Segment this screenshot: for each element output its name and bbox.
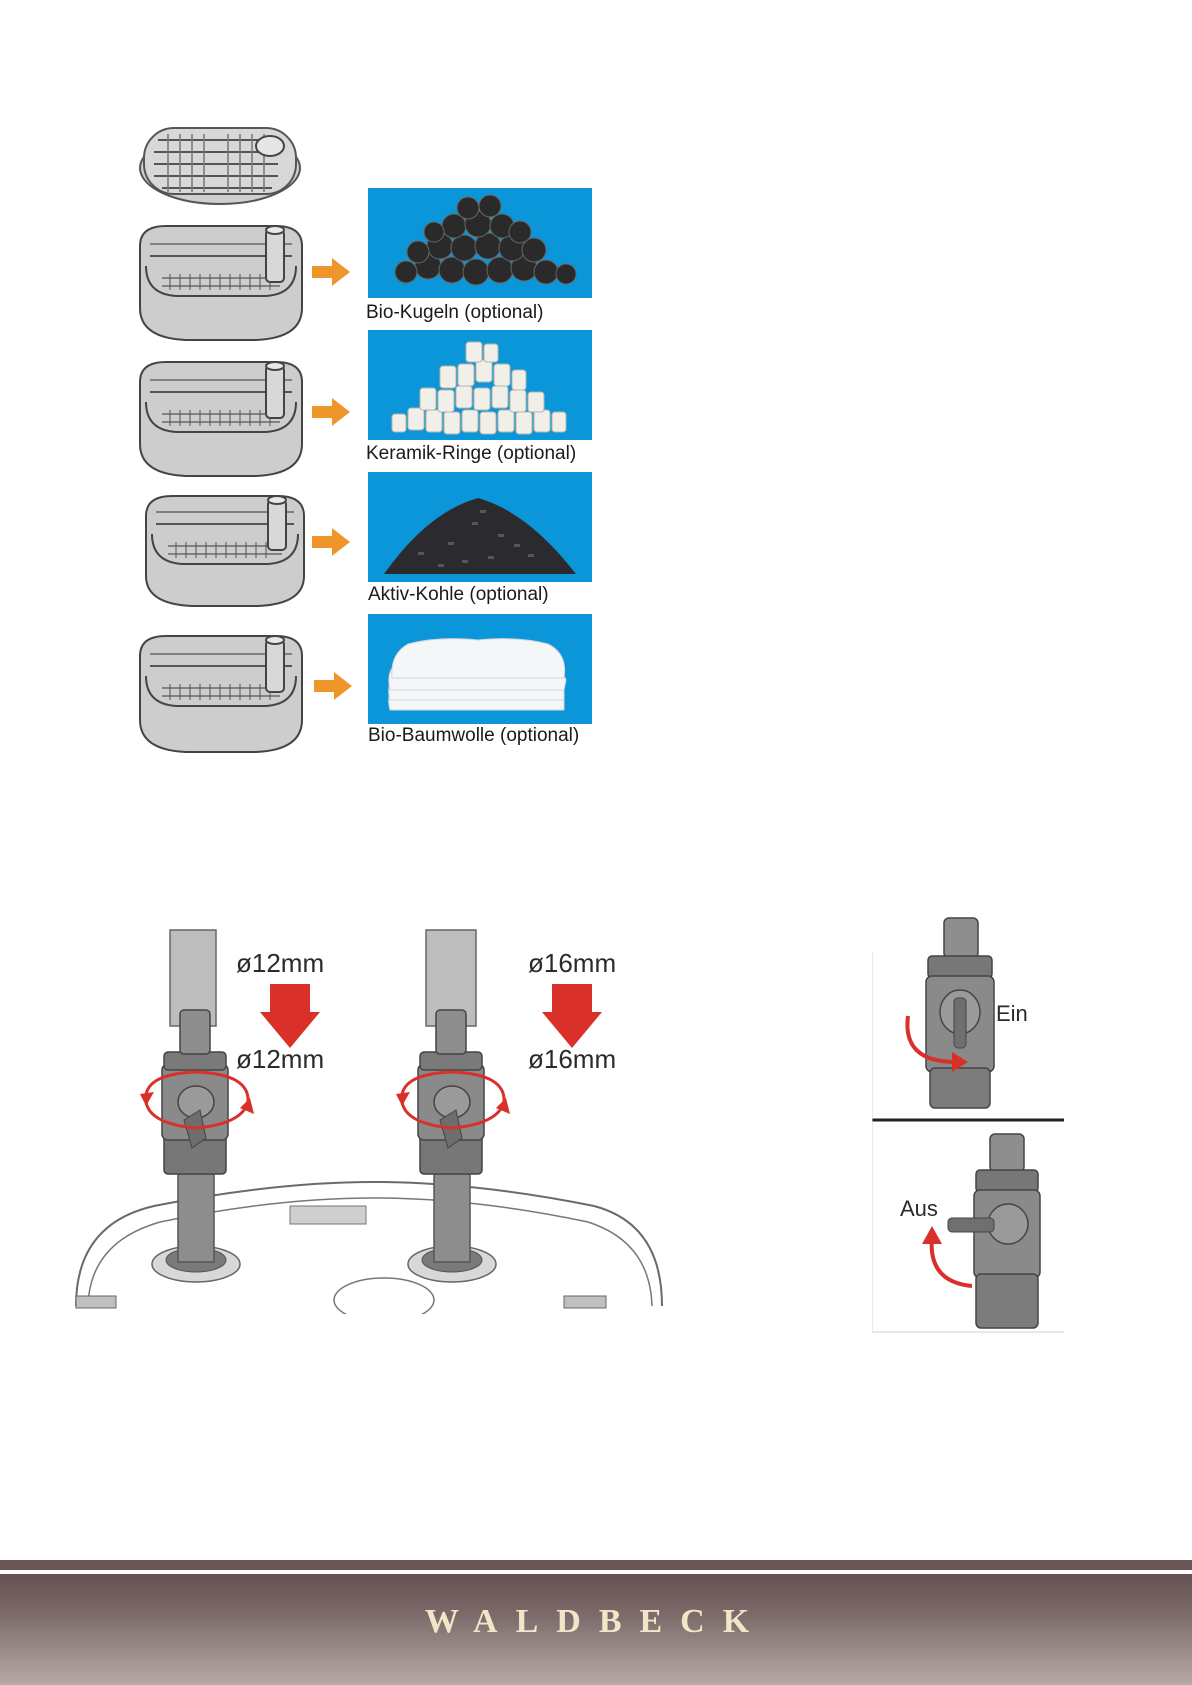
- connector-illustration: [74, 924, 664, 1314]
- valve-on-label: Ein: [996, 1001, 1028, 1027]
- right-hose-diameter: ø16mm: [528, 948, 616, 979]
- brand-logo: WALDBECK: [0, 1603, 1192, 1641]
- filter-basket-illustration: [136, 352, 306, 482]
- bio-cotton-illustration: [368, 614, 592, 724]
- arrow-right-icon: [312, 528, 352, 556]
- bio-balls-illustration: [368, 188, 592, 298]
- bio-balls-photo: [368, 188, 592, 298]
- arrow-right-icon: [314, 672, 354, 700]
- bio-cotton-photo: [368, 614, 592, 724]
- valve-off-label: Aus: [900, 1196, 938, 1222]
- activated-carbon-photo: [368, 472, 592, 582]
- footer-separator: [0, 1570, 1192, 1574]
- filter-basket-illustration: [136, 626, 306, 758]
- arrow-right-icon: [312, 258, 352, 286]
- ceramic-rings-illustration: [368, 330, 592, 440]
- footer-top-line: [0, 1560, 1192, 1570]
- filter-basket-illustration: [136, 216, 306, 346]
- arrow-right-icon: [312, 398, 352, 426]
- valve-illustration: [872, 912, 1064, 1334]
- filter-basket-illustration: [142, 486, 308, 612]
- media-label-bio-balls: Bio-Kugeln (optional): [366, 302, 543, 324]
- activated-carbon-illustration: [368, 472, 592, 582]
- media-label-ceramic-rings: Keramik-Ringe (optional): [366, 443, 576, 465]
- media-label-activated-carbon: Aktiv-Kohle (optional): [368, 584, 549, 606]
- left-hose-diameter: ø12mm: [236, 948, 324, 979]
- media-label-bio-cotton: Bio-Baumwolle (optional): [368, 725, 579, 747]
- left-fitting-diameter: ø12mm: [236, 1044, 324, 1075]
- filter-lid-illustration: [138, 118, 302, 206]
- right-fitting-diameter: ø16mm: [528, 1044, 616, 1075]
- ceramic-rings-photo: [368, 330, 592, 440]
